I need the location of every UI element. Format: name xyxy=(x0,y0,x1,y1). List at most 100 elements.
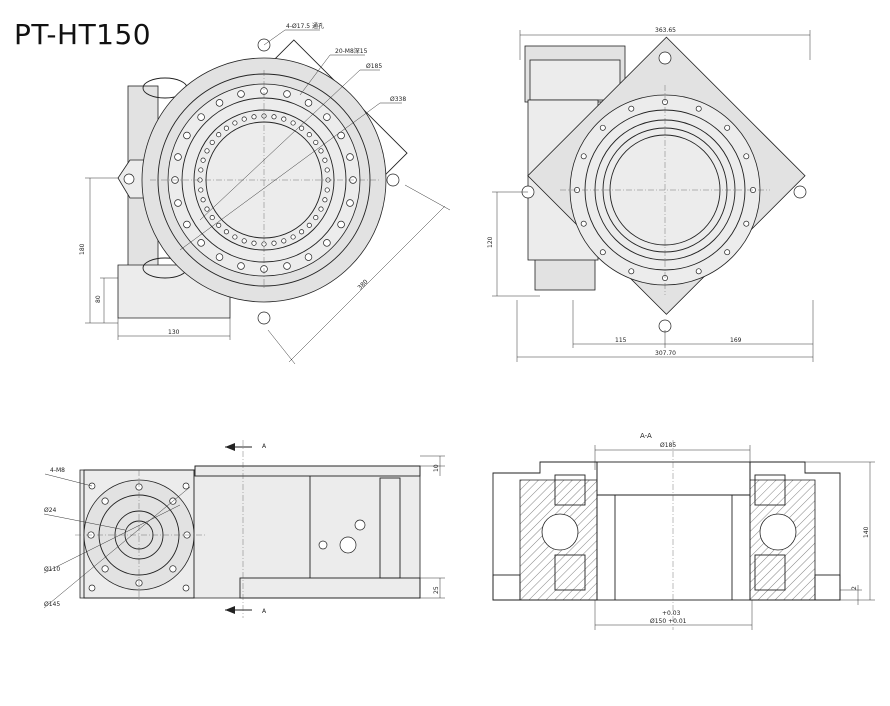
bolt-holes-outer xyxy=(171,87,357,273)
bearing-hole xyxy=(223,125,229,131)
bearing-hole xyxy=(290,120,296,126)
bearing-hole xyxy=(299,125,305,131)
bolt-hole xyxy=(215,253,224,261)
bearing-hole xyxy=(290,234,296,240)
bearing-hole xyxy=(322,197,328,203)
bearing-hole xyxy=(204,148,210,154)
section-mark-bottom: A xyxy=(262,608,267,615)
right-bearing xyxy=(759,513,797,551)
bearing-hole xyxy=(299,229,305,235)
bolt-hole xyxy=(174,199,182,207)
bolt-hole xyxy=(215,99,224,107)
face-hole xyxy=(695,105,702,112)
bearing-hole xyxy=(271,114,277,120)
bolt-hole xyxy=(283,90,291,98)
face-hole xyxy=(724,249,731,256)
bearing-hole xyxy=(198,167,204,173)
bearing-hole xyxy=(241,116,247,122)
face-hole xyxy=(580,153,587,160)
flange-hole xyxy=(169,565,177,573)
bolt-hole xyxy=(237,262,245,270)
bearing-hole xyxy=(216,132,222,138)
dim-top-10: 10 xyxy=(433,464,440,472)
flange-hole-bottom xyxy=(257,311,271,325)
side-hole-1 xyxy=(318,540,328,550)
face-hole xyxy=(628,268,635,275)
bearing-hole xyxy=(322,157,328,163)
section-mark-top: A xyxy=(262,443,267,450)
bolt-hole xyxy=(197,239,205,247)
dim-diagonal-380: 380 xyxy=(356,278,369,291)
corner-hole-tr xyxy=(182,482,190,490)
face-hole xyxy=(743,153,750,160)
dim-dia-185: Ø185 xyxy=(660,442,676,449)
bolt-hole xyxy=(337,131,345,140)
bearing-hole xyxy=(200,157,206,163)
bottom-step xyxy=(239,577,421,599)
bearing-hole xyxy=(261,241,267,247)
corner-hole-br xyxy=(182,584,190,592)
bolt-hole xyxy=(174,153,182,161)
bearing-hole xyxy=(216,222,222,228)
bearing-hole xyxy=(241,238,247,244)
side-hole-3 xyxy=(354,519,366,531)
dim-bottom-25: 25 xyxy=(433,586,440,594)
bearing-hole xyxy=(271,240,277,246)
left-bearing xyxy=(541,513,579,551)
bolt-hole xyxy=(323,239,331,247)
bolt-hole xyxy=(323,113,331,121)
face-hole xyxy=(599,124,606,131)
bearing-hole xyxy=(200,197,206,203)
bearing-hole xyxy=(198,187,204,193)
callout-dia-145: Ø145 xyxy=(44,601,60,608)
bolt-hole xyxy=(237,90,245,98)
motor-inner xyxy=(529,59,621,101)
bearing-hole xyxy=(223,229,229,235)
dim-bottom-307: 307.70 xyxy=(655,350,676,357)
bolt-hole xyxy=(283,262,291,270)
dim-height-180: 180 xyxy=(79,243,86,255)
dim-bore-150: Ø150 +0.01 xyxy=(650,618,687,625)
corner-hole-bl xyxy=(88,584,96,592)
corner-hole-right xyxy=(793,185,807,199)
bearing-hole xyxy=(318,206,324,212)
callout-tapped-holes: 20-M8深15 xyxy=(335,47,368,55)
dim-right-169: 169 xyxy=(730,337,742,344)
top-left-view: 4-Ø17.5 通孔 20-M8深15 Ø185 Ø338 180 80 130… xyxy=(79,22,451,365)
section-title: A-A xyxy=(640,432,652,440)
dim-top-363: 363.65 xyxy=(655,27,676,34)
face-hole xyxy=(628,105,635,112)
bottom-left-view: A A 4-M8 Ø24 Ø110 Ø145 10 25 xyxy=(43,440,445,618)
side-hole-2 xyxy=(339,536,357,554)
bearing-hole xyxy=(251,114,257,120)
motor-block-bottom xyxy=(534,254,596,291)
bolt-hole xyxy=(346,153,354,161)
flange-hole-right xyxy=(386,173,400,187)
bolt-hole xyxy=(337,220,345,229)
callout-dia-110: Ø110 xyxy=(44,566,60,573)
bearing-hole xyxy=(251,240,257,246)
bearing-hole xyxy=(324,167,330,173)
section-aa-view: A-A Ø185 +0.03 Ø150 +0.01 xyxy=(492,432,875,630)
callout-thru-hole: 4-Ø17.5 通孔 xyxy=(286,22,324,30)
bolt-hole xyxy=(183,220,191,229)
tolerance-upper: +0.03 xyxy=(662,610,681,617)
bolt-hole xyxy=(304,253,313,261)
dim-height-80: 80 xyxy=(95,295,102,303)
callout-4m8: 4-M8 xyxy=(50,467,65,474)
bearing-hole xyxy=(232,120,238,126)
bearing-hole xyxy=(204,206,210,212)
flange-hole xyxy=(101,565,109,573)
callout-dia-185: Ø185 xyxy=(366,63,382,70)
dim-small-2: 2 xyxy=(851,586,858,590)
face-hole xyxy=(695,268,702,275)
dim-height-140: 140 xyxy=(863,526,870,538)
dim-height-120: 120 xyxy=(487,236,494,248)
bearing-hole xyxy=(306,132,312,138)
bearing-hole xyxy=(281,116,287,122)
face-hole xyxy=(580,220,587,227)
face-hole xyxy=(599,249,606,256)
bearing-hole xyxy=(324,187,330,193)
bearing-hole xyxy=(209,139,215,145)
